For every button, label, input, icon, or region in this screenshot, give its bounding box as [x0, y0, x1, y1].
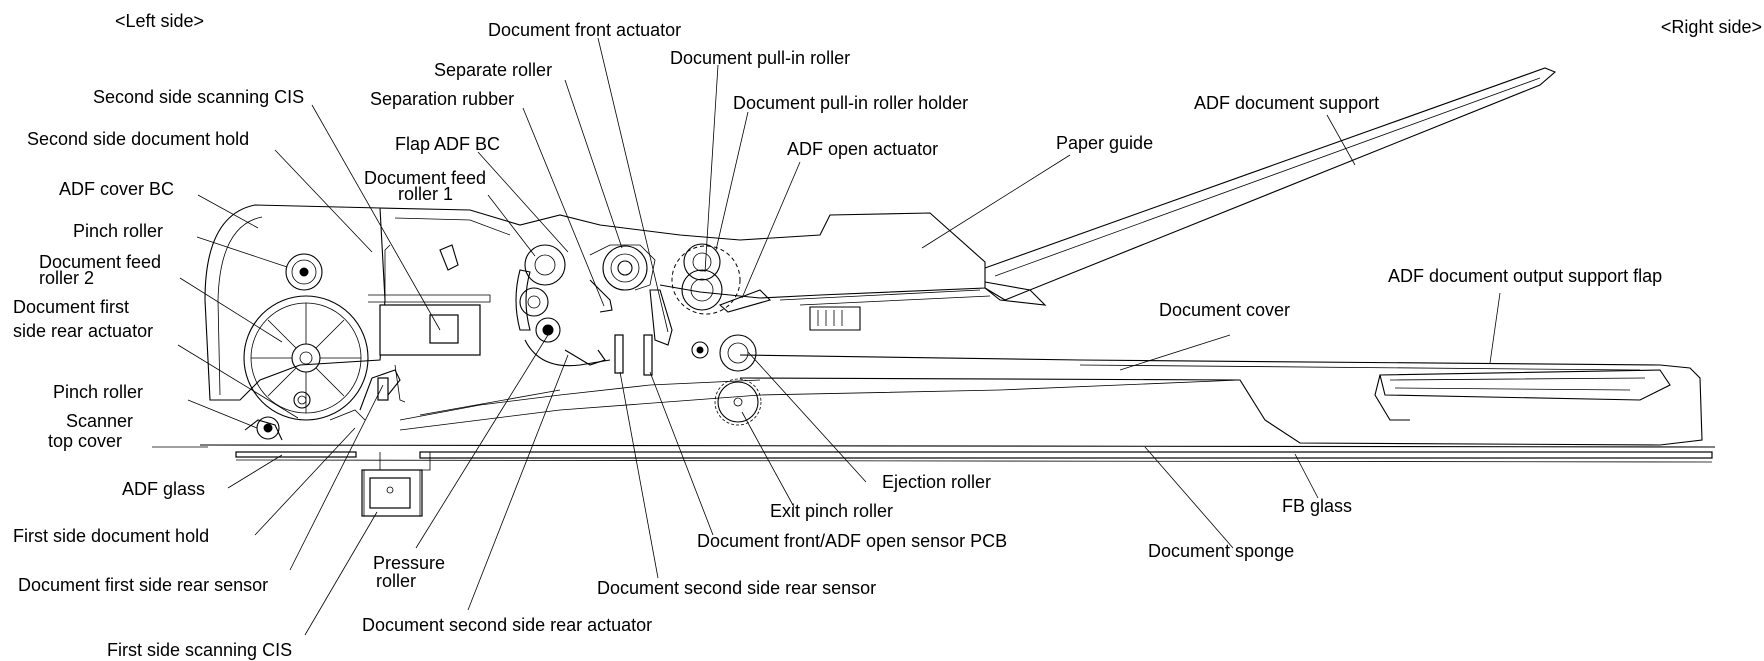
adf-glass — [235, 451, 357, 458]
adf-document-output-support-flap — [1379, 369, 1671, 401]
label-document-feed-roller-1: Document feed roller 1 — [364, 168, 491, 204]
label-pinch-roller-lower: Pinch roller — [53, 382, 143, 402]
label-document-pull-in-roller-holder: Document pull-in roller holder — [733, 93, 968, 113]
document-feed-roller-1 — [524, 244, 566, 286]
labels: <Left side> <Right side> Document front … — [13, 11, 1762, 660]
label-pressure-roller: Pressure roller — [373, 553, 450, 591]
exit-pinch-roller — [714, 378, 762, 426]
label-document-second-side-rear-actuator: Document second side rear actuator — [362, 615, 652, 635]
adf-open-actuator — [718, 289, 772, 313]
label-document-first-side-rear-sensor: Document first side rear sensor — [18, 575, 268, 595]
pinch-roller-lower — [256, 391, 311, 440]
second-side-scanning-cis-unit — [368, 244, 491, 356]
label-document-second-side-rear-sensor: Document second side rear sensor — [597, 578, 876, 598]
document-cover — [739, 354, 1703, 446]
adf-mechanism-drawing — [199, 67, 1716, 517]
separation-rubber — [589, 279, 613, 313]
label-ejection-roller: Ejection roller — [882, 472, 991, 492]
left-side-label: <Left side> — [115, 11, 204, 31]
label-second-side-scanning-cis: Second side scanning CIS — [93, 87, 304, 107]
label-separate-roller: Separate roller — [434, 60, 552, 80]
label-document-cover: Document cover — [1159, 300, 1290, 320]
label-document-feed-roller-2: Document feed roller 2 — [39, 252, 166, 288]
label-adf-cover-bc: ADF cover BC — [59, 179, 174, 199]
label-document-sponge: Document sponge — [1148, 541, 1294, 561]
first-side-scanning-cis-unit — [361, 469, 423, 517]
label-adf-document-output-support-flap: ADF document output support flap — [1388, 266, 1662, 286]
pinch-roller-upper — [285, 253, 323, 291]
label-adf-glass: ADF glass — [122, 479, 205, 499]
leader-lines — [152, 37, 1501, 636]
pressure-roller — [519, 287, 611, 367]
right-side-label: <Right side> — [1661, 17, 1762, 37]
document-second-side-rear-sensor — [614, 334, 624, 374]
label-document-front-actuator: Document front actuator — [488, 20, 681, 40]
document-first-side-rear-actuator — [359, 369, 401, 411]
label-first-side-document-hold: First side document hold — [13, 526, 209, 546]
flap-adf-bc — [515, 269, 531, 331]
label-first-side-scanning-cis: First side scanning CIS — [107, 640, 292, 660]
document-second-side-rear-actuator — [564, 349, 606, 366]
label-pinch-roller-upper: Pinch roller — [73, 221, 163, 241]
document-first-side-rear-sensor — [377, 377, 389, 401]
fb-glass — [419, 451, 1713, 459]
label-document-pull-in-roller: Document pull-in roller — [670, 48, 850, 68]
label-paper-guide: Paper guide — [1056, 133, 1153, 153]
label-second-side-document-hold: Second side document hold — [27, 129, 249, 149]
paper-guide — [779, 289, 991, 306]
label-document-front-adf-open-sensor-pcb: Document front/ADF open sensor PCB — [697, 531, 1007, 551]
adf-cover-bc-shell — [204, 204, 386, 401]
ejection-roller — [691, 334, 757, 372]
label-adf-open-actuator: ADF open actuator — [787, 139, 938, 159]
label-flap-adf-bc: Flap ADF BC — [395, 134, 500, 154]
label-document-first-side-rear-actuator: Document first side rear actuator — [13, 297, 153, 341]
document-pull-in-roller — [671, 243, 741, 315]
label-separation-rubber: Separation rubber — [370, 89, 514, 109]
label-adf-document-support: ADF document support — [1194, 93, 1379, 113]
label-scanner-top-cover: Scanner top cover — [48, 411, 138, 451]
label-exit-pinch-roller: Exit pinch roller — [770, 501, 893, 521]
separate-roller — [589, 244, 656, 291]
document-front-adf-open-sensor-pcb — [643, 334, 653, 376]
label-fb-glass: FB glass — [1282, 496, 1352, 516]
adf-document-support — [984, 67, 1557, 301]
document-front-actuator — [649, 289, 673, 346]
adf-top-frame — [379, 207, 986, 299]
scanner-top-cover — [199, 444, 1716, 448]
